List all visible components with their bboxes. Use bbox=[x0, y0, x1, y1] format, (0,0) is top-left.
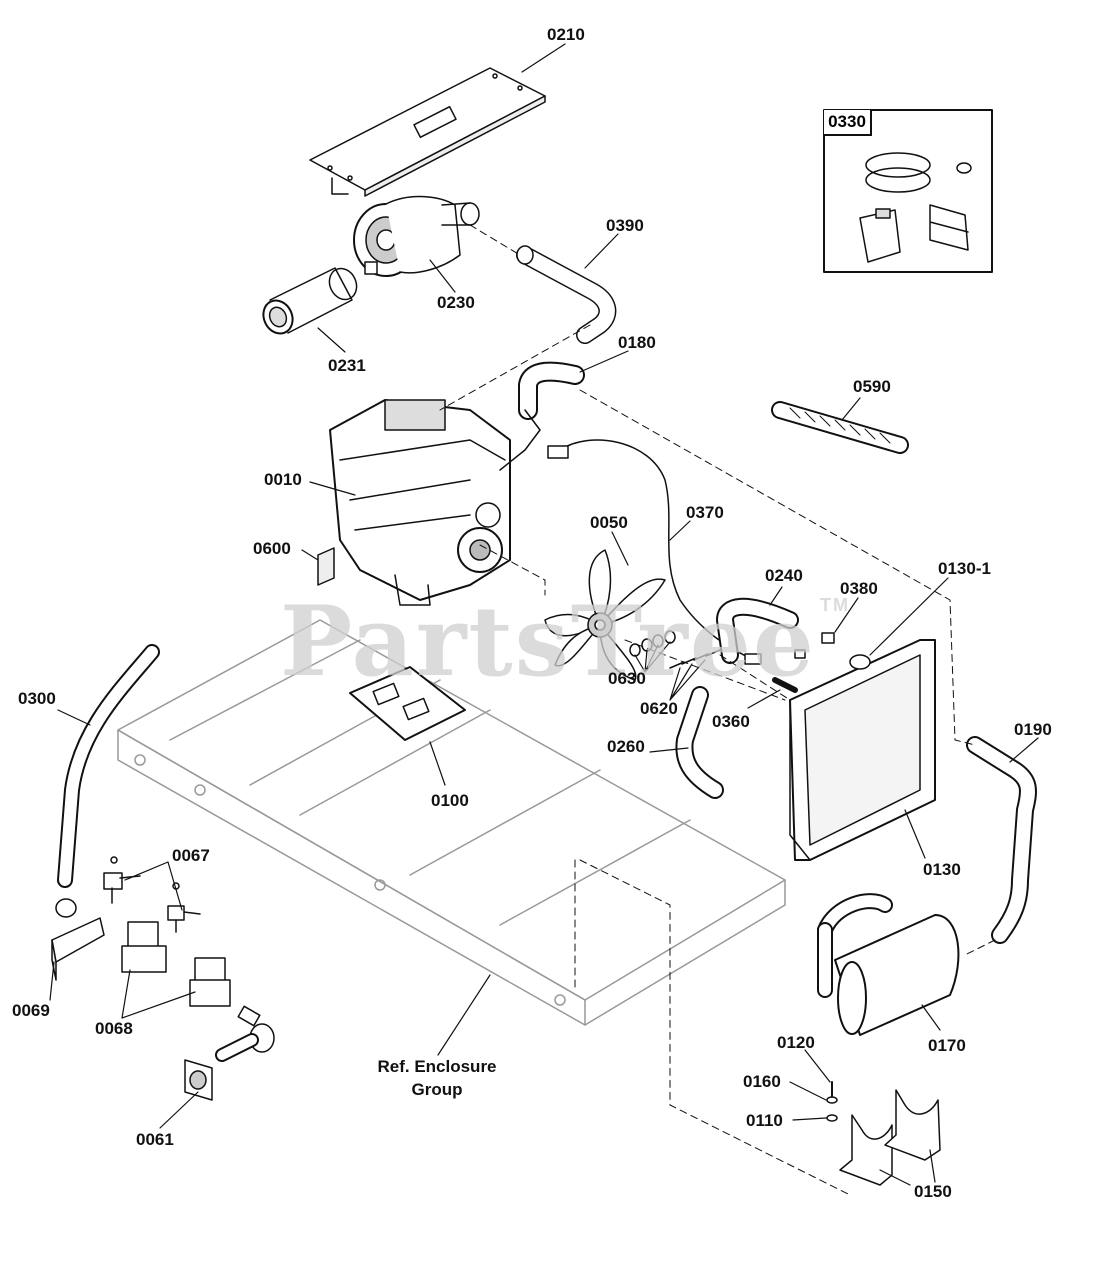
label-0130[interactable]: 0130 bbox=[923, 860, 961, 879]
label-0370[interactable]: 0370 bbox=[686, 503, 724, 522]
part-0620-bolts bbox=[669, 649, 721, 669]
part-0230-air-cleaner bbox=[353, 195, 480, 277]
part-0170-muffler bbox=[817, 893, 960, 1036]
label-0210[interactable]: 0210 bbox=[547, 25, 585, 44]
part-0068-solenoid-valves bbox=[121, 921, 275, 1053]
assembly-dashed-lines bbox=[439, 224, 996, 1196]
label-0620[interactable]: 0620 bbox=[640, 699, 678, 718]
label-0130-1[interactable]: 0130-1 bbox=[938, 559, 991, 578]
part-0590-flex-hose bbox=[771, 401, 909, 454]
part-0010-engine bbox=[329, 399, 541, 606]
label-0180[interactable]: 0180 bbox=[618, 333, 656, 352]
label-0120[interactable]: 0120 bbox=[777, 1033, 815, 1052]
label-ref-enclosure-group: Group bbox=[411, 1080, 463, 1099]
label-0100[interactable]: 0100 bbox=[431, 791, 469, 810]
part-0600-bracket bbox=[317, 547, 335, 586]
label-0360[interactable]: 0360 bbox=[712, 712, 750, 731]
part-0231-filter bbox=[262, 267, 358, 335]
part-0130-radiator bbox=[789, 639, 936, 861]
label-0010[interactable]: 0010 bbox=[264, 470, 302, 489]
part-0069-bracket bbox=[51, 898, 105, 981]
label-0190[interactable]: 0190 bbox=[1014, 720, 1052, 739]
part-0190-exhaust-pipe bbox=[966, 736, 1037, 944]
part-0050-fan bbox=[544, 549, 666, 681]
part-0260-lower-hose bbox=[675, 686, 724, 799]
label-0231[interactable]: 0231 bbox=[328, 356, 366, 375]
part-fuel-pipe bbox=[215, 1033, 259, 1062]
part-0100-tray bbox=[349, 666, 466, 741]
part-0380-fitting bbox=[794, 632, 835, 659]
label-0061[interactable]: 0061 bbox=[136, 1130, 174, 1149]
part-0061-flange bbox=[184, 1059, 213, 1101]
label-0150[interactable]: 0150 bbox=[914, 1182, 952, 1201]
label-0260[interactable]: 0260 bbox=[607, 737, 645, 756]
label-0160[interactable]: 0160 bbox=[743, 1072, 781, 1091]
label-0390[interactable]: 0390 bbox=[606, 216, 644, 235]
label-ref-enclosure[interactable]: Ref. Enclosure bbox=[377, 1057, 497, 1076]
label-0630[interactable]: 0630 bbox=[608, 669, 646, 688]
label-0240[interactable]: 0240 bbox=[765, 566, 803, 585]
label-0170[interactable]: 0170 bbox=[928, 1036, 966, 1055]
label-0110[interactable]: 0110 bbox=[746, 1111, 783, 1130]
label-0068[interactable]: 0068 bbox=[95, 1019, 133, 1038]
part-0210-top-plate bbox=[309, 67, 546, 197]
part-0300-drain-hose bbox=[57, 644, 160, 888]
label-0300[interactable]: 0300 bbox=[18, 689, 56, 708]
part-frame-enclosure bbox=[117, 619, 786, 1026]
inset-0330-title: 0330 bbox=[824, 110, 872, 136]
part-hardware-0120-0160-0110 bbox=[826, 1081, 838, 1122]
part-0390-intake-hose bbox=[516, 245, 617, 344]
label-0050[interactable]: 0050 bbox=[590, 513, 628, 532]
part-0067-fittings bbox=[103, 856, 201, 933]
part-0360-sensor bbox=[772, 677, 798, 693]
label-0067[interactable]: 0067 bbox=[172, 846, 210, 865]
label-0380[interactable]: 0380 bbox=[840, 579, 878, 598]
part-0150-brackets bbox=[839, 1089, 941, 1186]
label-0590[interactable]: 0590 bbox=[853, 377, 891, 396]
part-0370-harness bbox=[547, 439, 762, 665]
label-0600[interactable]: 0600 bbox=[253, 539, 291, 558]
label-0230[interactable]: 0230 bbox=[437, 293, 475, 312]
inset-0330-kit bbox=[823, 109, 993, 273]
label-0069[interactable]: 0069 bbox=[12, 1001, 50, 1020]
leader-lines bbox=[49, 43, 1039, 1186]
part-0180-elbow-hose bbox=[518, 361, 585, 420]
part-0240-hose bbox=[716, 597, 799, 664]
